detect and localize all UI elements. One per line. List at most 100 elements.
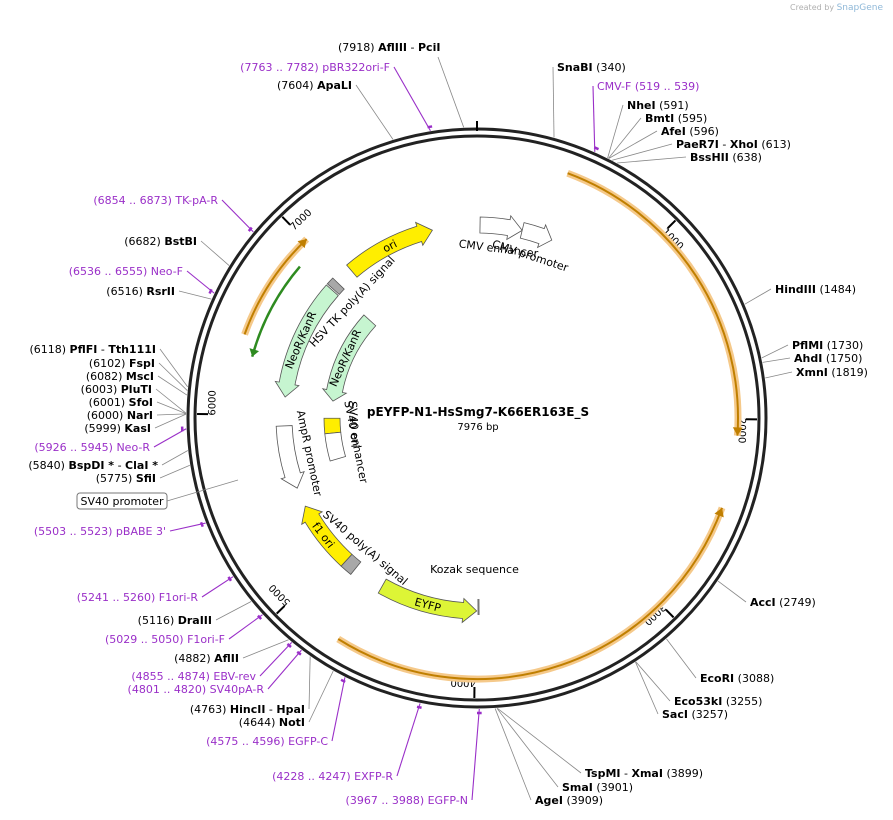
site-name: TspMI bbox=[585, 767, 621, 780]
site-name: SmaI bbox=[562, 781, 593, 794]
site-label-saci[interactable]: SacI (3257) bbox=[662, 708, 728, 721]
site-label-ahdi[interactable]: AhdI (1750) bbox=[794, 352, 862, 365]
site-position: (6516) bbox=[106, 285, 143, 298]
feature-arrow bbox=[321, 314, 377, 402]
feature-arrow bbox=[326, 277, 345, 296]
site-label-snabi[interactable]: SnaBI (340) bbox=[557, 61, 626, 74]
orf-arrowhead bbox=[714, 507, 724, 518]
site-name: PflFI bbox=[70, 343, 98, 356]
site-label-rsrii[interactable]: (6516) RsrII bbox=[106, 285, 175, 298]
site-label-fspi[interactable]: (6102) FspI bbox=[89, 357, 155, 370]
site-position: (595) bbox=[678, 112, 708, 125]
site-name: AccI bbox=[750, 596, 776, 609]
site-label-bspdi[interactable]: (5840) BspDI * - ClaI * bbox=[28, 459, 158, 472]
site-label-agei[interactable]: AgeI (3909) bbox=[535, 794, 603, 807]
site-position: (7918) bbox=[338, 41, 375, 54]
site-label-ecori[interactable]: EcoRI (3088) bbox=[700, 672, 774, 685]
site-leader bbox=[169, 522, 206, 532]
site-name: BssHII bbox=[690, 151, 729, 164]
site-label-pflmi[interactable]: PflMI (1730) bbox=[792, 339, 863, 352]
site-position: (5503 .. 5523) bbox=[34, 525, 113, 538]
site-leader bbox=[635, 661, 659, 715]
site-position: (4763) bbox=[190, 703, 227, 716]
site-label-tspmi[interactable]: TspMI - XmaI (3899) bbox=[585, 767, 703, 780]
primer-label-tk-pa-r[interactable]: (6854 .. 6873) TK-pA-R bbox=[93, 194, 218, 207]
site-label-kasi[interactable]: (5999) KasI bbox=[84, 422, 151, 435]
primer-label-egfp-n[interactable]: (3967 .. 3988) EGFP-N bbox=[346, 794, 468, 807]
site-position: (3901) bbox=[596, 781, 633, 794]
primer-label-f1ori-r[interactable]: (5241 .. 5260) F1ori-R bbox=[77, 591, 199, 604]
site-label-afei[interactable]: AfeI (596) bbox=[661, 125, 719, 138]
site-name: FspI bbox=[129, 357, 155, 370]
site-name-2: XhoI bbox=[730, 138, 758, 151]
site-label-msci[interactable]: (6082) MscI bbox=[86, 370, 154, 383]
site-label-sfii[interactable]: (5775) SfiI bbox=[96, 472, 156, 485]
site-label-paer7i[interactable]: PaeR7I - XhoI (613) bbox=[676, 138, 791, 151]
primer-label-neo-f[interactable]: (6536 .. 6555) Neo-F bbox=[69, 265, 183, 278]
site-leader bbox=[497, 707, 582, 774]
feature-kozak-sequence: Kozak sequence bbox=[430, 563, 519, 616]
site-label-noti[interactable]: (4644) NotI bbox=[239, 716, 305, 729]
site-position: (1819) bbox=[831, 366, 868, 379]
site-label-apali[interactable]: (7604) ApaLI bbox=[277, 79, 352, 92]
site-label-nari[interactable]: (6000) NarI bbox=[87, 409, 153, 422]
primer-label-egfp-c[interactable]: (4575 .. 4596) EGFP-C bbox=[206, 735, 328, 748]
orf-glow bbox=[241, 236, 310, 336]
site-position: (6102) bbox=[89, 357, 126, 370]
site-name: DraIII bbox=[178, 614, 212, 627]
primer-label-exfp-r[interactable]: (4228 .. 4247) EXFP-R bbox=[272, 770, 393, 783]
site-name: AflII bbox=[214, 652, 239, 665]
site-leader bbox=[762, 357, 791, 363]
site-label-pflfi[interactable]: (6118) PflFI - Tth111I bbox=[29, 343, 156, 356]
primer-binding-mark bbox=[199, 521, 204, 528]
site-label-sfoi[interactable]: (6001) SfoI bbox=[89, 396, 153, 409]
primer-binding-mark bbox=[286, 643, 292, 648]
site-leader bbox=[156, 413, 187, 416]
primer-label-sv40pa-r[interactable]: (4801 .. 4820) SV40pA-R bbox=[128, 683, 265, 696]
site-label-afliii[interactable]: (7918) AflIII - PciI bbox=[338, 41, 440, 54]
primer-label-cmv-f[interactable]: CMV-F (519 .. 539) bbox=[597, 80, 699, 93]
site-leader bbox=[666, 638, 697, 679]
site-label-eco53ki[interactable]: Eco53kI (3255) bbox=[674, 695, 762, 708]
orf-arc bbox=[337, 507, 723, 680]
site-label-nhei[interactable]: NheI (591) bbox=[627, 99, 689, 112]
site-position: (4644) bbox=[239, 716, 276, 729]
site-leader bbox=[159, 464, 191, 479]
primer-label-neo-r[interactable]: (5926 .. 5945) Neo-R bbox=[34, 441, 150, 454]
site-position: (4882) bbox=[174, 652, 211, 665]
site-name: SacI bbox=[662, 708, 688, 721]
scale-tick-1000 bbox=[666, 219, 677, 229]
site-name: PflMI bbox=[792, 339, 823, 352]
site-leader bbox=[494, 708, 532, 801]
site-name: ApaLI bbox=[317, 79, 352, 92]
primer-binding-mark bbox=[427, 125, 433, 129]
site-leader bbox=[471, 708, 480, 801]
site-name: F1ori-F bbox=[187, 633, 225, 646]
site-label-xmni[interactable]: XmnI (1819) bbox=[796, 366, 868, 379]
site-leader bbox=[308, 656, 311, 710]
site-name: pBR322ori-F bbox=[322, 61, 390, 74]
site-name: EBV-rev bbox=[213, 670, 256, 683]
site-label-bstbi[interactable]: (6682) BstBI bbox=[124, 235, 197, 248]
site-label-draiii[interactable]: (5116) DraIII bbox=[138, 614, 212, 627]
primer-label-f1ori-f[interactable]: (5029 .. 5050) F1ori-F bbox=[105, 633, 225, 646]
primer-label-pbr322ori-f[interactable]: (7763 .. 7782) pBR322ori-F bbox=[240, 61, 390, 74]
site-label-pluti[interactable]: (6003) PluTI bbox=[81, 383, 152, 396]
site-label-bsshii[interactable]: BssHII (638) bbox=[690, 151, 762, 164]
kanr-orf-arc bbox=[251, 265, 301, 358]
site-name: MscI bbox=[126, 370, 154, 383]
watermark-brand: SnapGene bbox=[836, 3, 883, 13]
site-label-hindiii[interactable]: HindIII (1484) bbox=[775, 283, 856, 296]
site-label-bmti[interactable]: BmtI (595) bbox=[645, 112, 707, 125]
orf-arc bbox=[243, 238, 308, 335]
site-label-hincii[interactable]: (4763) HincII - HpaI bbox=[190, 703, 305, 716]
primer-label-pbabe-3[interactable]: (5503 .. 5523) pBABE 3' bbox=[34, 525, 166, 538]
site-label-acci[interactable]: AccI (2749) bbox=[750, 596, 816, 609]
site-name: HindIII bbox=[775, 283, 816, 296]
site-label-aflii[interactable]: (4882) AflII bbox=[174, 652, 239, 665]
site-name: HincII bbox=[230, 703, 266, 716]
primer-label-ebv-rev[interactable]: (4855 .. 4874) EBV-rev bbox=[131, 670, 256, 683]
scale-tick-7000 bbox=[281, 216, 291, 226]
site-label-smai[interactable]: SmaI (3901) bbox=[562, 781, 633, 794]
